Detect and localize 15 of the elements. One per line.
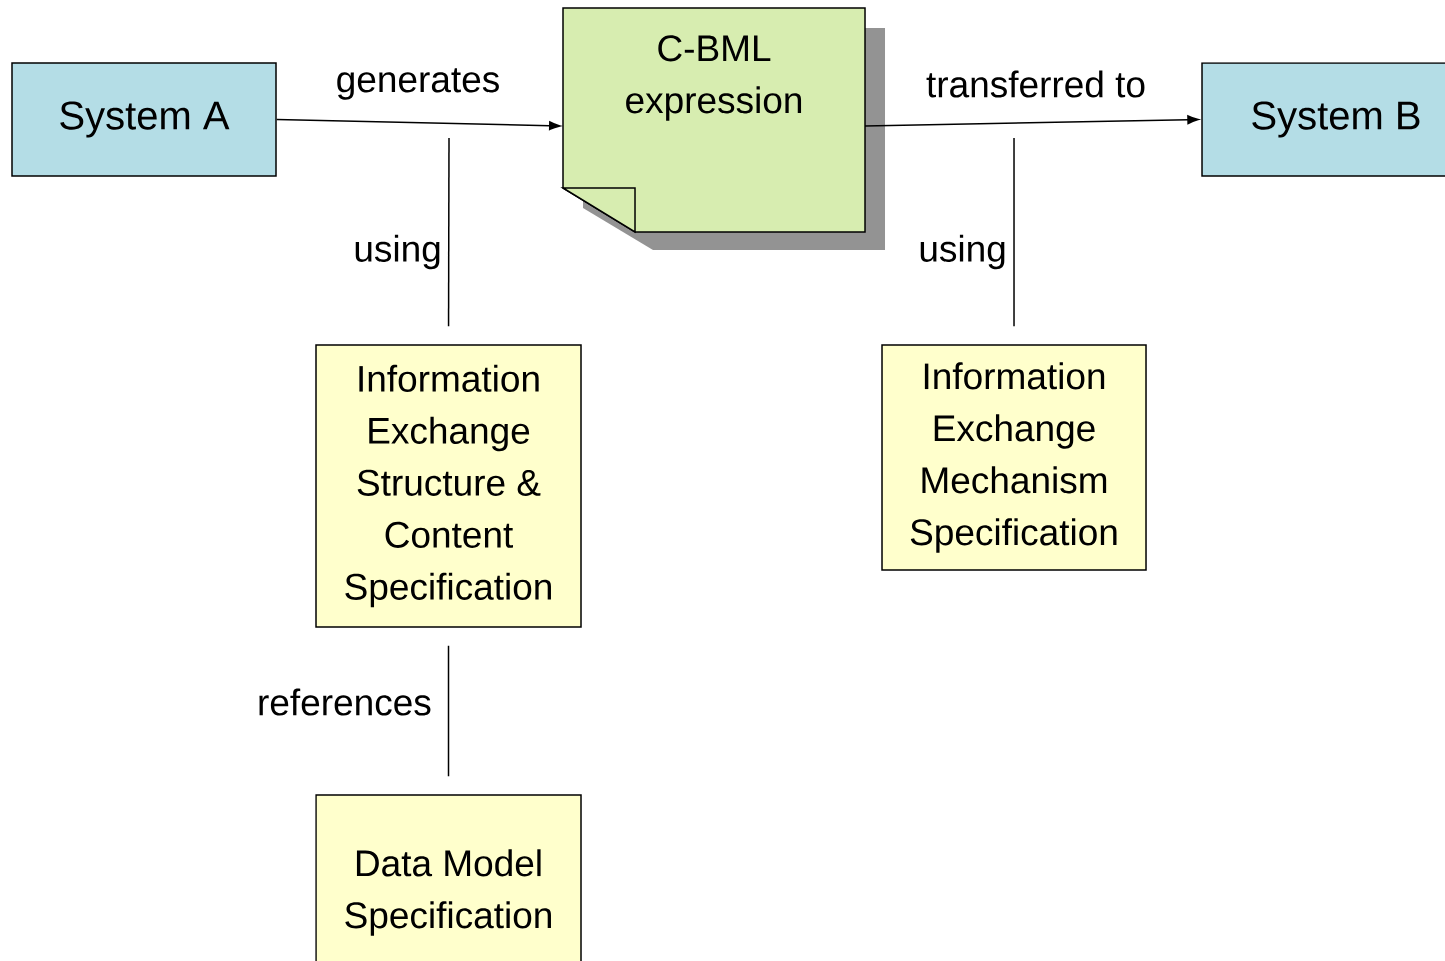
edge-label: references [255, 686, 434, 718]
specification-box: Information Exchange Mechanism Specification [881, 344, 1147, 571]
connector-line [447, 645, 450, 777]
edge-label: transferred to [924, 68, 1149, 100]
edge-label: using [916, 232, 1009, 272]
system-box: System A [11, 62, 277, 177]
edge-label: generates [333, 66, 503, 102]
arrow [276, 118, 561, 131]
specification-box: Data Model Specification [315, 794, 582, 961]
arrow [864, 115, 1199, 127]
connector-line [1013, 137, 1015, 327]
specification-box: Information Exchange Structure & Content Specification [315, 344, 582, 628]
edge-label: using [351, 232, 444, 272]
system-box: System B [1201, 62, 1445, 177]
connector-line [447, 137, 450, 327]
